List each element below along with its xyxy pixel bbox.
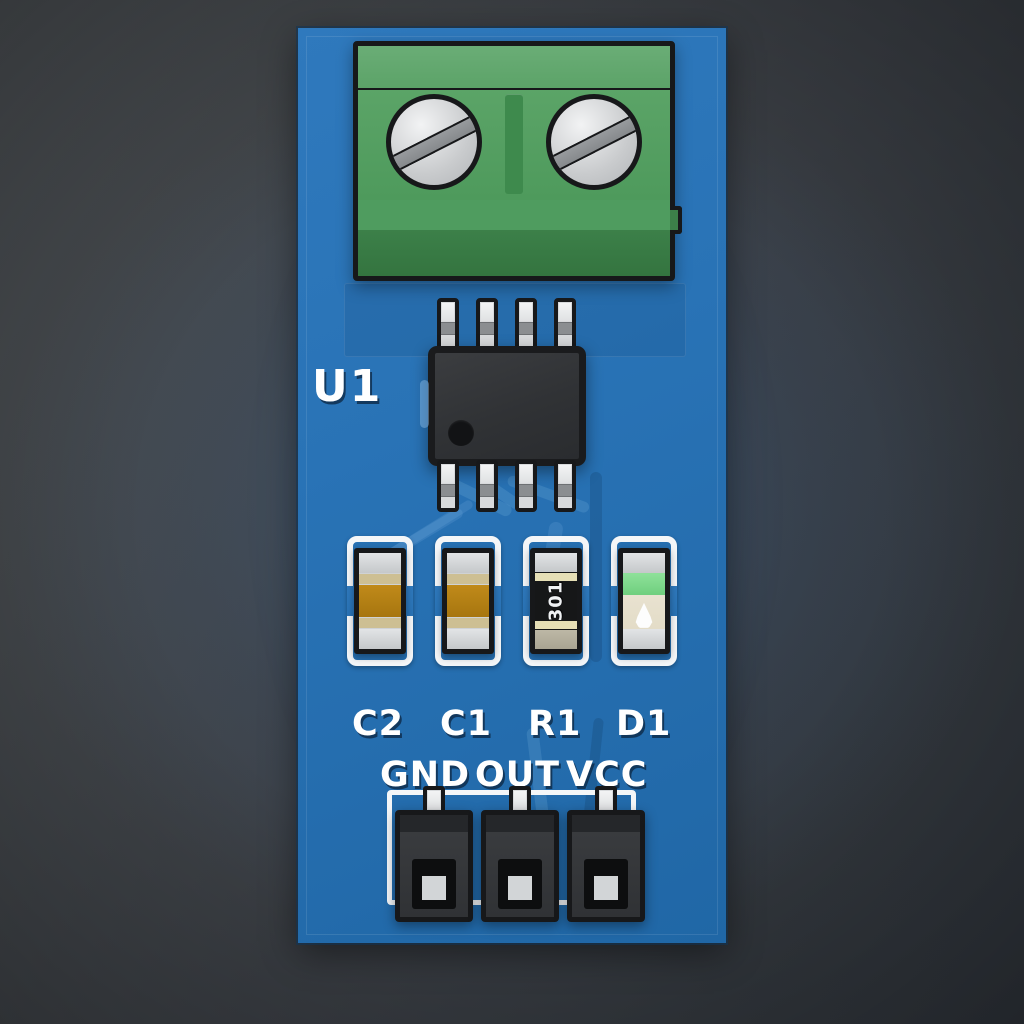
- ic-pin-8: [437, 298, 459, 350]
- c1-body: [447, 585, 489, 617]
- c2-end-bottom: [359, 629, 401, 649]
- r1-pale-top: [535, 573, 577, 581]
- component-c1[interactable]: [442, 548, 494, 654]
- label-c2: C2: [352, 704, 405, 744]
- terminal-block-divider-rib: [505, 94, 523, 194]
- c1-stripe-top: [447, 574, 489, 584]
- ic-pin-4: [554, 460, 576, 512]
- header-housing-gnd[interactable]: [395, 810, 473, 922]
- terminal-block-top-face: [358, 46, 670, 90]
- header-bevel: [481, 810, 559, 832]
- header-bevel: [567, 810, 645, 832]
- terminal-screw-right[interactable]: [546, 94, 642, 190]
- component-c2[interactable]: [354, 548, 406, 654]
- terminal-block-side-tab: [670, 206, 682, 234]
- ic-pin1-dot-icon: [448, 420, 474, 446]
- ic-pin-7: [476, 298, 498, 350]
- label-r1: R1: [528, 704, 582, 744]
- r1-marking-text: 301: [545, 580, 567, 622]
- header-bevel: [395, 810, 473, 832]
- ic-pin-2: [476, 460, 498, 512]
- label-d1: D1: [616, 704, 672, 744]
- d1-green-band: [623, 573, 665, 595]
- r1-end-top: [535, 553, 577, 572]
- terminal-screw-left[interactable]: [386, 94, 482, 190]
- r1-end-bottom: [535, 630, 577, 649]
- pcb-board: C2 C1 301 R1 D: [298, 28, 726, 943]
- ic-pin-3: [515, 460, 537, 512]
- ic-left-notch: [420, 380, 429, 428]
- ic-pin-6: [515, 298, 537, 350]
- c2-stripe-bot: [359, 618, 401, 628]
- d1-end-bottom: [623, 629, 665, 649]
- r1-pale-bot: [535, 621, 577, 629]
- header-socket-out: [498, 859, 542, 909]
- d1-end-top: [623, 553, 665, 573]
- board-edge-outline: [306, 36, 718, 935]
- component-r1[interactable]: 301: [530, 548, 582, 654]
- screw-slot-icon: [551, 108, 637, 179]
- c1-end-top: [447, 553, 489, 573]
- header-housing-vcc[interactable]: [567, 810, 645, 922]
- c1-end-bottom: [447, 629, 489, 649]
- label-c1: C1: [440, 704, 493, 744]
- trace-6: [590, 472, 602, 662]
- ic-pin-1: [437, 460, 459, 512]
- component-d1[interactable]: [618, 548, 670, 654]
- header-housing-out[interactable]: [481, 810, 559, 922]
- screw-slot-icon: [391, 108, 477, 179]
- terminal-block[interactable]: [353, 41, 682, 281]
- header-socket-vcc: [584, 859, 628, 909]
- ic-u1[interactable]: [428, 346, 586, 466]
- label-u1: U1: [312, 361, 383, 412]
- header-socket-gnd: [412, 859, 456, 909]
- c2-end-top: [359, 553, 401, 573]
- c1-stripe-bot: [447, 618, 489, 628]
- c2-stripe-top: [359, 574, 401, 584]
- ic-pin-5: [554, 298, 576, 350]
- terminal-block-base: [358, 230, 670, 276]
- c2-body: [359, 585, 401, 617]
